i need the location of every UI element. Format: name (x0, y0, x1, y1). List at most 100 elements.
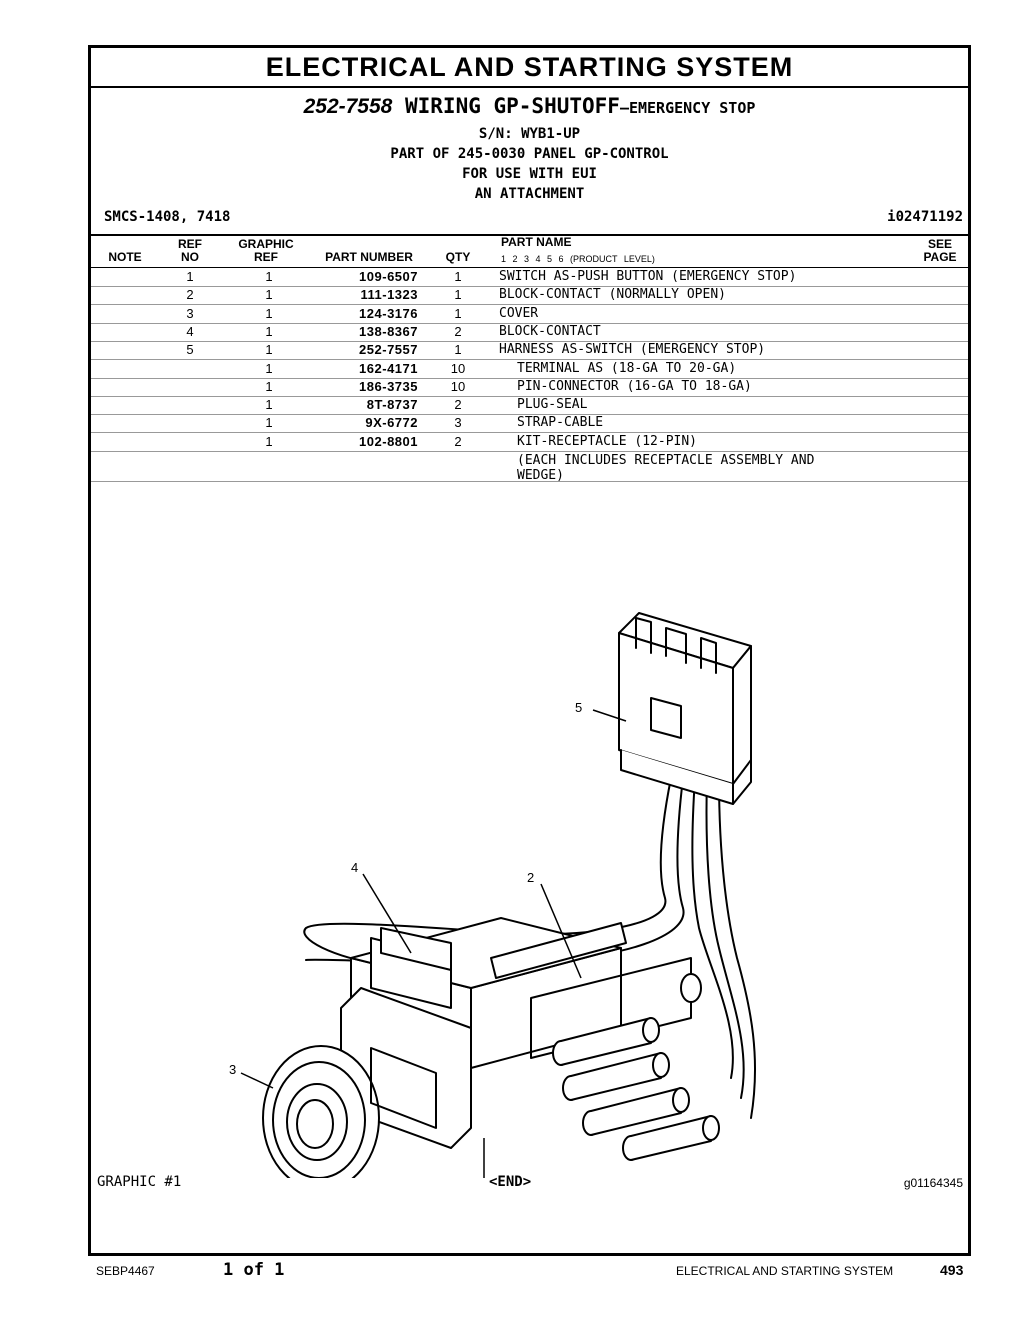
push-button (262, 987, 472, 1178)
part-name-cell: COVER (499, 305, 539, 321)
graphic-ref-cell: 1 (265, 378, 273, 394)
callout-5: 5 (575, 700, 582, 715)
part-number-cell: 186-3735 (359, 378, 418, 394)
group-dash: — (619, 99, 629, 117)
ref-no-cell: 4 (186, 323, 194, 339)
terminal-pins (552, 973, 720, 1161)
qty-cell: 1 (454, 269, 462, 284)
end-marker: <END> (489, 1174, 532, 1190)
qty-cell: 1 (454, 287, 462, 303)
col-ref-no-line2: NO (181, 250, 199, 264)
graphic-ref-cell: 1 (265, 269, 273, 284)
page-frame: ELECTRICAL AND STARTING SYSTEM 252-7558 … (88, 45, 971, 1256)
qty-cell: 2 (454, 433, 462, 449)
graphic-label: GRAPHIC #1 (97, 1174, 182, 1190)
footer-section: ELECTRICAL AND STARTING SYSTEM (676, 1264, 894, 1278)
col-qty: QTY (445, 250, 471, 264)
kit-note: (EACH INCLUDES RECEPTACLE ASSEMBLY AND W… (517, 453, 814, 483)
group-part-number: 252-7558 (303, 95, 393, 118)
col-graphic-ref-line1: GRAPHIC (238, 237, 294, 251)
col-graphic-ref: GRAPHIC REF (231, 238, 301, 264)
illustration-id: i02471192 (887, 209, 963, 225)
ref-no-cell: 3 (186, 305, 194, 321)
page-number: 493 (940, 1262, 964, 1278)
part-name-cell: PLUG-SEAL (517, 397, 588, 413)
ref-no-cell: 5 (186, 342, 194, 358)
graphic-id: g01164345 (903, 1176, 963, 1190)
part-number-cell: 102-8801 (359, 433, 418, 449)
table-row: 5 1 252-7557 1 HARNESS AS-SWITCH (EMERGENCY … (91, 341, 968, 361)
part-name-cell: STRAP-CABLE (517, 415, 604, 431)
col-see-page-line1: SEE (927, 237, 952, 251)
part-name-cell: HARNESS AS-SWITCH (EMERGENCY STOP) (499, 342, 766, 358)
col-part-name: PART NAME (501, 235, 572, 249)
usage-line: FOR USE WITH EUI (462, 166, 597, 182)
qty-cell: 2 (454, 397, 462, 413)
section-title: ELECTRICAL AND STARTING SYSTEM (265, 52, 794, 82)
graphic-ref-cell: 1 (265, 415, 273, 431)
kit-note-line2: WEDGE) (517, 468, 564, 483)
part-name-cell: SWITCH AS-PUSH BUTTON (EMERGENCY STOP) (499, 269, 797, 284)
col-part-number: PART NUMBER (325, 250, 413, 264)
harness-connector (618, 612, 752, 805)
part-number-cell: 9X-6772 (365, 415, 418, 431)
qty-cell: 10 (450, 378, 466, 394)
graphic-ref-cell: 1 (265, 433, 273, 449)
part-name-cell: BLOCK-CONTACT (499, 323, 601, 339)
graphic-ref-cell: 1 (265, 397, 273, 413)
smcs-code: SMCS-1408, 7418 (104, 209, 231, 225)
product-levels: 1 2 3 4 5 6 (PRODUCT LEVEL) (501, 254, 655, 264)
qty-cell: 2 (454, 323, 462, 339)
divider (91, 234, 968, 236)
divider (91, 267, 968, 268)
group-name: WIRING GP-SHUTOFF (405, 94, 620, 118)
callout-4: 4 (351, 860, 358, 875)
part-number-cell: 138-8367 (359, 323, 418, 339)
ref-no-cell: 2 (186, 287, 194, 303)
table-row: 2 1 111-1323 1 BLOCK-CONTACT (NORMALLY OPEN) (91, 286, 968, 306)
group-heading: 252-7558 WIRING GP-SHUTOFF—EMERGENCY STO… (91, 94, 968, 119)
col-note: NOTE (108, 250, 142, 264)
page-of: 1 of 1 (223, 1260, 285, 1280)
parts-illustration: 5 4 2 3 1 (229, 612, 757, 1178)
callout-2: 2 (527, 870, 534, 885)
part-name-cell: BLOCK-CONTACT (NORMALLY OPEN) (499, 287, 726, 303)
col-graphic-ref-line2: REF (254, 250, 278, 264)
part-name-cell: TERMINAL AS (18-GA TO 20-GA) (517, 360, 737, 376)
qty-cell: 1 (454, 305, 462, 321)
part-number-cell: 111-1323 (360, 287, 418, 303)
qty-cell: 1 (454, 342, 462, 358)
serial-range: S/N: WYB1-UP (478, 126, 581, 142)
col-ref-no: REF NO (175, 238, 205, 264)
kit-note-line1: (EACH INCLUDES RECEPTACLE ASSEMBLY AND (517, 453, 815, 468)
attachment-line: AN ATTACHMENT (474, 186, 585, 202)
part-of-line: PART OF 245-0030 PANEL GP-CONTROL (390, 146, 669, 162)
table-row: 1 162-4171 10 TERMINAL AS (18-GA TO 20-GA) (91, 360, 968, 379)
graphic-ref-cell: 1 (265, 287, 273, 303)
part-number-cell: 109-6507 (359, 269, 418, 284)
callout-3: 3 (229, 1062, 236, 1077)
qty-cell: 10 (450, 360, 466, 376)
graphic-ref-cell: 1 (265, 342, 273, 358)
col-see-page: SEE PAGE (917, 238, 963, 264)
group-qualifier: EMERGENCY STOP (628, 99, 756, 117)
table-row: 1 1 109-6507 1 SWITCH AS-PUSH BUTTON (EMERGE… (91, 268, 968, 287)
ref-no-cell: 1 (186, 269, 194, 284)
divider (91, 481, 968, 482)
divider (91, 86, 968, 88)
part-name-cell: KIT-RECEPTACLE (12-PIN) (517, 433, 698, 449)
col-see-page-line2: PAGE (923, 250, 957, 264)
part-number-cell: 162-4171 (359, 360, 418, 376)
part-number-cell: 252-7557 (359, 342, 418, 358)
part-number-cell: 124-3176 (359, 305, 418, 321)
table-row: 1 102-8801 2 KIT-RECEPTACLE (12-PIN) (91, 433, 968, 452)
table-row: 1 9X-6772 3 STRAP-CABLE (91, 414, 968, 434)
graphic-ref-cell: 1 (265, 323, 273, 339)
col-ref-no-line1: REF (178, 237, 202, 251)
graphic-ref-cell: 1 (265, 360, 273, 376)
table-row: 4 1 138-8367 2 BLOCK-CONTACT (91, 323, 968, 342)
qty-cell: 3 (454, 415, 462, 431)
